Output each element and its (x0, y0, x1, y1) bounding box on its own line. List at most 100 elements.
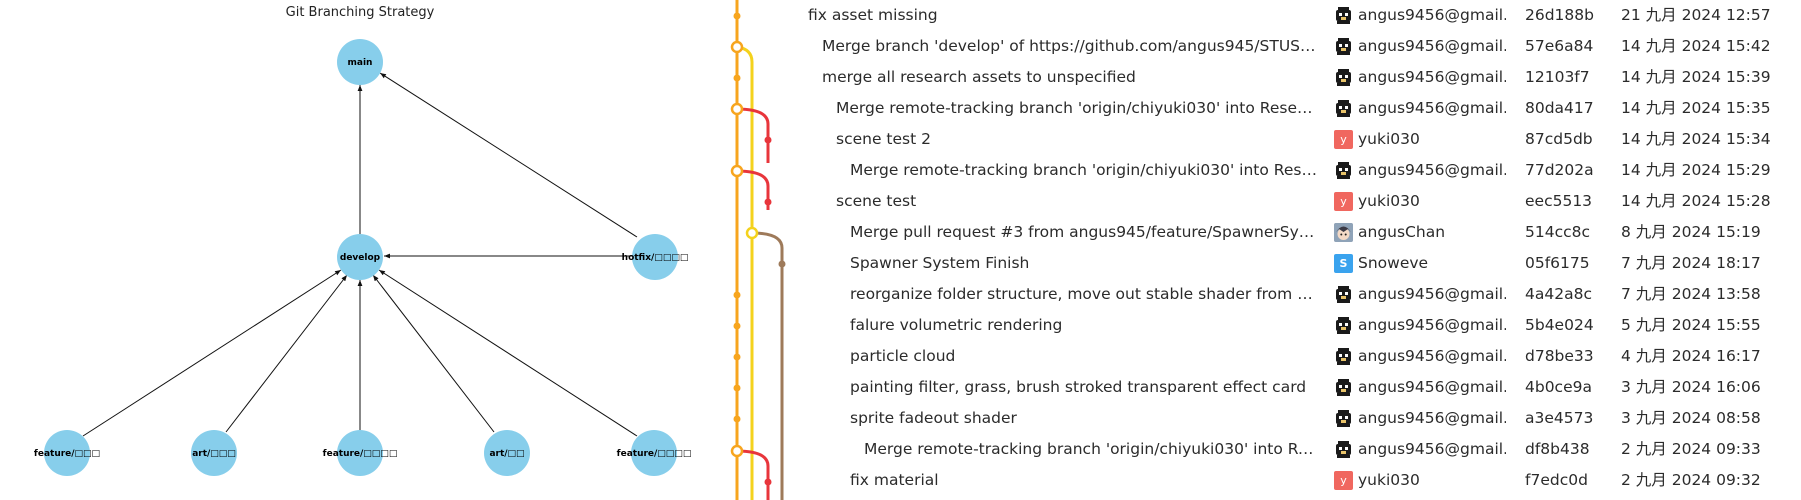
diagram-title: Git Branching Strategy (286, 5, 435, 20)
avatar-s-icon: S (1334, 254, 1353, 273)
avatar-y-icon: y (1334, 130, 1353, 149)
commit-date: 3 九月 2024 08:58 (1621, 409, 1761, 427)
commit-hash: 514cc8c (1525, 223, 1591, 241)
commit-node (764, 198, 772, 206)
node-art-1-label: art/□□□ (192, 449, 236, 459)
avatar-pixel-dog-icon (1334, 161, 1353, 180)
commit-history-panel: fix asset missingangus9456@gmail.com26d1… (720, 0, 1801, 500)
commit-date: 14 九月 2024 15:34 (1621, 130, 1771, 148)
commit-author: Snoweve (1358, 254, 1429, 272)
commit-message: falure volumetric rendering (850, 316, 1063, 334)
commit-message: reorganize folder structure, move out st… (850, 285, 1320, 303)
commit-row[interactable]: Merge remote-tracking branch 'origin/chi… (720, 155, 1801, 186)
commit-row[interactable]: Merge remote-tracking branch 'origin/chi… (720, 93, 1801, 124)
commit-row[interactable]: Merge remote-tracking branch 'origin/chi… (720, 434, 1801, 465)
commit-date: 5 九月 2024 15:55 (1621, 316, 1761, 334)
commit-node (733, 384, 741, 392)
commit-date: 7 九月 2024 13:58 (1621, 285, 1761, 303)
node-hotfix: hotfix/□□□□ (622, 234, 688, 280)
commit-author: yuki030 (1358, 471, 1420, 489)
merge-node (730, 444, 744, 458)
avatar-pixel-dog-icon (1334, 347, 1353, 366)
avatar-pixel-dog-icon (1334, 37, 1353, 56)
merge-node (730, 164, 744, 178)
commit-hash: 26d188b (1525, 6, 1594, 24)
commit-row[interactable]: reorganize folder structure, move out st… (720, 279, 1801, 310)
commit-message: Spawner System Finish (850, 254, 1030, 272)
commit-hash: 57e6a84 (1525, 37, 1594, 55)
edge-feature1-to-develop (82, 269, 342, 437)
commit-author: angus9456@gmail.com (1358, 6, 1506, 24)
commit-row[interactable]: painting filter, grass, brush stroked tr… (720, 372, 1801, 403)
node-feature-1: feature/□□□ (34, 430, 100, 476)
commit-message: scene test (836, 192, 917, 210)
commit-date: 8 九月 2024 15:19 (1621, 223, 1761, 241)
commit-hash: 87cd5db (1525, 130, 1593, 148)
node-art-1: art/□□□ (191, 430, 237, 476)
commit-message: Merge remote-tracking branch 'origin/chi… (864, 440, 1320, 458)
commit-author: angus9456@gmail.com (1358, 409, 1506, 427)
avatar-pixel-dog-icon (1334, 378, 1353, 397)
commit-hash: 4b0ce9a (1525, 378, 1592, 396)
commit-author: angus9456@gmail.com (1358, 161, 1506, 179)
commit-author: angus9456@gmail.com (1358, 378, 1506, 396)
commit-node (733, 415, 741, 423)
node-art-2-label: art/□□ (489, 449, 524, 459)
avatar-pixel-dog-icon (1334, 99, 1353, 118)
commit-message: painting filter, grass, brush stroked tr… (850, 378, 1307, 396)
commit-node (764, 136, 772, 144)
commit-author: yuki030 (1358, 130, 1420, 148)
commit-node (733, 291, 741, 299)
commit-row[interactable]: Merge pull request #3 from angus945/feat… (720, 217, 1801, 248)
commit-row[interactable]: merge all research assets to unspecified… (720, 62, 1801, 93)
commit-hash: d78be33 (1525, 347, 1594, 365)
node-develop: develop (337, 234, 383, 280)
commit-date: 21 九月 2024 12:57 (1621, 6, 1771, 24)
merge-node (730, 102, 744, 116)
commit-date: 3 九月 2024 16:06 (1621, 378, 1761, 396)
commit-hash: 5b4e024 (1525, 316, 1594, 334)
commit-date: 14 九月 2024 15:42 (1621, 37, 1771, 55)
commit-message: fix material (850, 471, 939, 489)
commit-author: angus9456@gmail.com (1358, 440, 1506, 458)
merge-node (745, 226, 759, 240)
avatar-anime-icon (1334, 223, 1353, 242)
commit-hash: 77d202a (1525, 161, 1594, 179)
commit-author: angus9456@gmail.com (1358, 285, 1506, 303)
commit-author: angus9456@gmail.com (1358, 99, 1506, 117)
node-feature-3-label: feature/□□□□ (617, 449, 692, 459)
commit-date: 14 九月 2024 15:35 (1621, 99, 1771, 117)
commit-node (778, 260, 786, 268)
commit-row[interactable]: sprite fadeout shaderangus9456@gmail.com… (720, 403, 1801, 434)
node-feature-3: feature/□□□□ (617, 430, 692, 476)
commit-node (733, 74, 741, 82)
node-feature-2: feature/□□□□ (323, 430, 397, 476)
commit-graph (730, 0, 786, 500)
commit-node (764, 478, 772, 486)
merge-node (730, 40, 744, 54)
edge-art2-to-develop (372, 274, 495, 433)
avatar-pixel-dog-icon (1334, 440, 1353, 459)
commit-author: angusChan (1358, 223, 1446, 241)
commit-date: 14 九月 2024 15:39 (1621, 68, 1771, 86)
branching-diagram: Git Branching Strategy main develop hotf… (34, 5, 692, 476)
edge-hotfix-to-main (379, 72, 638, 238)
commit-message: particle cloud (850, 347, 956, 365)
commit-hash: 80da417 (1525, 99, 1594, 117)
commit-date: 2 九月 2024 09:32 (1621, 471, 1761, 489)
commit-message: Merge branch 'develop' of https://github… (822, 37, 1320, 55)
commit-row[interactable]: fix asset missingangus9456@gmail.com26d1… (720, 0, 1801, 31)
avatar-pixel-dog-icon (1334, 68, 1353, 87)
commit-row[interactable]: Merge branch 'develop' of https://github… (720, 31, 1801, 62)
commit-row[interactable]: particle cloudangus9456@gmail.comd78be33… (720, 341, 1801, 372)
commit-hash: f7edc0d (1525, 471, 1588, 489)
node-feature-1-label: feature/□□□ (34, 449, 100, 459)
commit-hash: 4a42a8c (1525, 285, 1592, 303)
commit-node (733, 353, 741, 361)
commit-hash: df8b438 (1525, 440, 1590, 458)
